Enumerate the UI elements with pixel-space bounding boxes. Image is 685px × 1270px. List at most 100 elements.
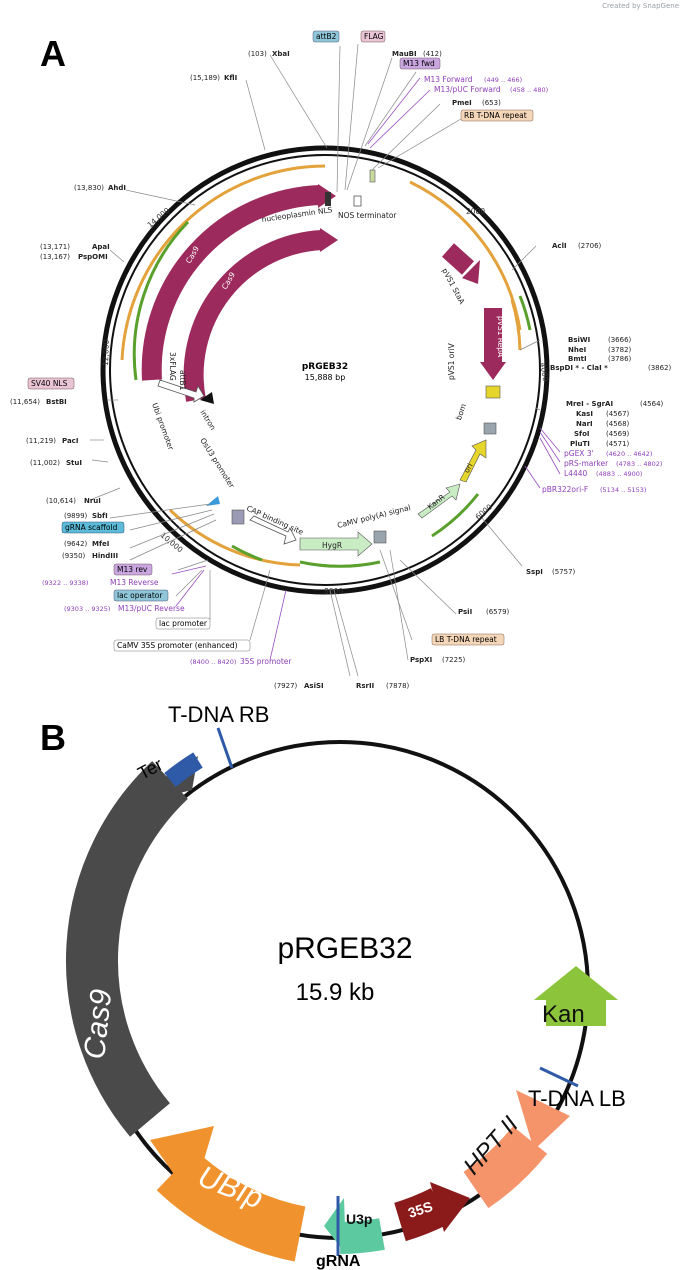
boxed-label: M13 fwd	[403, 59, 435, 68]
site-name: PspOMI	[78, 253, 108, 261]
site-pos: (103)	[248, 50, 267, 58]
feature-label: KanR	[426, 493, 447, 512]
site-pos: (9350)	[62, 552, 86, 560]
site-pos: (7878)	[386, 682, 410, 690]
u3p-label: U3p	[346, 1211, 372, 1227]
feature-arc-orange-4	[120, 164, 326, 361]
site-name: BspDI * - ClaI *	[550, 364, 608, 372]
boxed-label: attB2	[316, 32, 337, 41]
t-dna-rb-tick	[216, 727, 234, 769]
site-pos: (3786)	[608, 355, 632, 363]
label-box	[61, 521, 125, 534]
feature-label: bom	[454, 403, 468, 422]
pvs1-oriv-box	[485, 385, 501, 399]
kan-label: Kan	[542, 1001, 585, 1028]
site-pos: (3782)	[608, 346, 632, 354]
feature-arc-green-4	[231, 544, 263, 562]
primer-pos: (4783 .. 4802)	[616, 460, 662, 468]
label-box	[399, 57, 441, 70]
label-box	[312, 30, 340, 43]
primer-pos: (458 .. 480)	[510, 86, 548, 94]
label-box	[113, 639, 251, 652]
site-name: MreI - SgrAI	[566, 400, 613, 408]
site-pos: (4569)	[606, 430, 630, 438]
ori-arrow	[459, 439, 487, 483]
primer-name: pRS-marker	[564, 459, 609, 468]
panel-a-scale: 2000 4000 6000 8000 10,000 12,000 14,000	[101, 206, 550, 596]
feature-arc-green-1	[132, 220, 190, 381]
site-pos: (7927)	[274, 682, 298, 690]
scale-label: 2000	[466, 207, 485, 216]
scale-label: 12,000	[101, 339, 111, 366]
site-name: KflI	[224, 74, 237, 82]
primer-pos: (449 .. 466)	[484, 76, 522, 84]
label-box	[431, 633, 505, 646]
primer-pos: (5134 .. 5153)	[600, 486, 646, 494]
site-name: AsiSI	[304, 682, 324, 690]
feature-label: intron	[198, 408, 217, 432]
site-name: SbfI	[92, 512, 108, 520]
site-name: KasI	[576, 410, 593, 418]
feature-label: pVS1 RepA	[496, 316, 505, 358]
feature-label: OsU3 promoter	[198, 436, 236, 490]
t-dna-rb-label: T-DNA RB	[168, 702, 269, 727]
site-pos: (15,189)	[190, 74, 220, 82]
ubi-promoter-arrow	[157, 379, 205, 403]
ter-block	[164, 752, 203, 788]
feature-label: HygR	[322, 541, 342, 550]
boxed-label: FLAG	[364, 32, 384, 41]
feature-label: 3xFLAG	[168, 352, 177, 381]
panel-a-backbone-inner	[109, 154, 541, 586]
35s-label: 35S	[406, 1198, 435, 1221]
boxed-label: M13 rev	[117, 565, 148, 574]
site-name: BstBI	[46, 398, 67, 406]
t-dna-lb-label: T-DNA LB	[528, 1086, 626, 1111]
primer-name: M13/pUC Forward	[434, 85, 501, 94]
site-name: BsiWI	[568, 336, 590, 344]
35s-arrowhead	[430, 1182, 470, 1232]
nls-box	[325, 192, 331, 206]
scale-label: 4000	[538, 362, 550, 383]
feature-arc-green-5	[431, 493, 480, 538]
site-pos: (13,171)	[40, 243, 70, 251]
site-name: AclI	[552, 242, 567, 250]
primer-pos: (9322 .. 9338)	[42, 579, 88, 587]
boxed-label: SV40 NLS	[31, 379, 68, 388]
site-pos: (5757)	[552, 568, 576, 576]
panel-b-letter: B	[40, 717, 66, 758]
scale-label: 10,000	[159, 531, 185, 555]
site-name: AhdI	[108, 184, 126, 192]
panel-a-plasmid-size: 15,888 bp	[305, 373, 346, 382]
t-dna-lb-tick	[539, 1066, 579, 1088]
camv-polya-box	[373, 530, 387, 544]
site-pos: (11,654)	[10, 398, 40, 406]
site-name: NheI	[568, 346, 586, 354]
cas9-arc-inner	[183, 230, 323, 402]
primer-name: L4440	[564, 469, 587, 478]
grna-label: gRNA	[316, 1253, 361, 1270]
pvs1-repa-head	[480, 362, 506, 380]
site-pos: (653)	[482, 99, 501, 107]
label-box	[360, 30, 386, 43]
label-box	[27, 377, 75, 390]
site-pos: (4564)	[640, 400, 664, 408]
cas9-arc-outer	[141, 185, 321, 381]
feature-label: NOS terminator	[338, 211, 397, 220]
scale-label: 8000	[324, 587, 343, 596]
site-name: MfeI	[92, 540, 109, 548]
primer-name: pBR322ori-F	[542, 485, 588, 494]
panel-b-plasmid-name: pRGEB32	[277, 932, 412, 965]
primer-pos: (4620 .. 4642)	[606, 450, 652, 458]
hygr-arrow	[299, 531, 373, 557]
ubip-arrowhead	[150, 1126, 214, 1200]
snapgene-credit: Created by SnapGene	[602, 2, 679, 10]
site-pos: (11,219)	[26, 437, 56, 445]
cas9-arrowhead-inner	[320, 228, 338, 252]
site-pos: (4571)	[606, 440, 630, 448]
pvs1-staa-body	[441, 243, 475, 275]
primer-name: pGEX 3'	[564, 449, 594, 458]
boxed-label: gRNA scaffold	[65, 523, 118, 532]
site-name: StuI	[66, 459, 82, 467]
site-name: NruI	[84, 497, 101, 505]
